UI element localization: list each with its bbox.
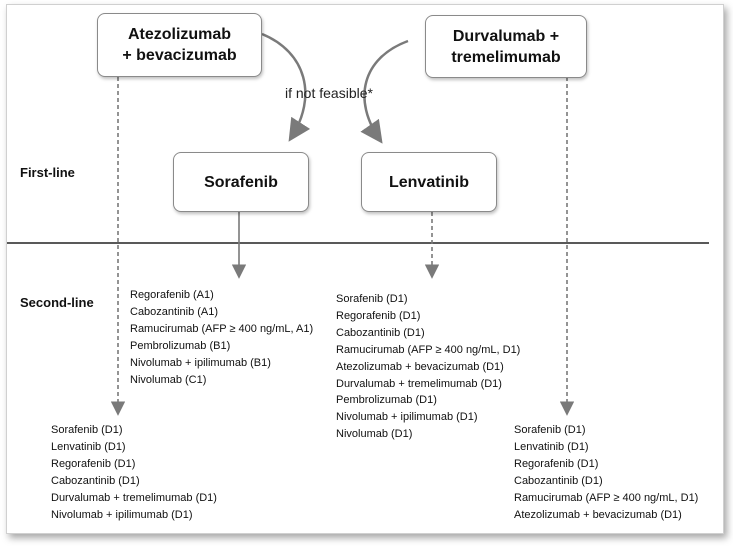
- second-line-list-after-sorafenib: Regorafenib (A1) Cabozantinib (A1) Ramuc…: [130, 287, 313, 388]
- list-item: Cabozantinib (D1): [336, 326, 425, 339]
- list-item: Nivolumab + ipilimumab (D1): [51, 508, 193, 521]
- atezolizumab-bevacizumab-box: Atezolizumab + bevacizumab: [97, 13, 262, 77]
- list-item: Nivolumab (C1): [130, 373, 207, 386]
- list-item: Cabozantinib (D1): [51, 474, 140, 487]
- list-item: Lenvatinib (D1): [514, 440, 589, 453]
- if-not-feasible-note: if not feasible*: [285, 85, 373, 101]
- list-item: Sorafenib (D1): [514, 424, 586, 436]
- list-item: Regorafenib (A1): [130, 289, 214, 301]
- list-item: Regorafenib (D1): [51, 457, 136, 470]
- list-item: Cabozantinib (D1): [514, 474, 603, 487]
- list-item: Ramucirumab (AFP ≥ 400 ng/mL, D1): [336, 343, 521, 356]
- durva-box-line1: Durvalumab +: [452, 27, 560, 45]
- second-line-label: Second-line: [20, 295, 94, 310]
- list-item: Atezolizumab + bevacizumab (D1): [514, 508, 682, 521]
- first-line-label: First-line: [20, 165, 75, 180]
- second-line-list-after-lenvatinib: Sorafenib (D1) Regorafenib (D1) Cabozant…: [336, 291, 520, 443]
- list-item: Regorafenib (D1): [336, 309, 421, 322]
- second-line-list-after-durva: Sorafenib (D1) Lenvatinib (D1) Regorafen…: [514, 422, 698, 523]
- list-item: Durvalumab + tremelimumab (D1): [51, 491, 217, 504]
- list-item: Pembrolizumab (D1): [336, 394, 437, 407]
- list-item: Cabozantinib (A1): [130, 305, 219, 318]
- second-line-list-after-atezo: Sorafenib (D1) Lenvatinib (D1) Regorafen…: [51, 422, 217, 523]
- list-item: Lenvatinib (D1): [51, 440, 126, 453]
- list-item: Ramucirumab (AFP ≥ 400 ng/mL, A1): [130, 322, 314, 335]
- lenvatinib-box: Lenvatinib: [361, 152, 497, 212]
- list-item: Sorafenib (D1): [51, 424, 123, 436]
- list-item: Pembrolizumab (B1): [130, 339, 231, 352]
- list-item: Nivolumab + ipilimumab (B1): [130, 356, 271, 369]
- arrow-durva-to-lenvatinib: [360, 39, 409, 144]
- durvalumab-tremelimumab-box: Durvalumab + tremelimumab: [425, 15, 587, 78]
- atezo-box-line1: Atezolizumab: [127, 26, 232, 43]
- arrow-atezo-to-sorafenib: [261, 32, 311, 142]
- list-item: Nivolumab (D1): [336, 428, 413, 441]
- list-item: Atezolizumab + bevacizumab (D1): [336, 360, 504, 373]
- atezo-box-line2: + bevacizumab: [122, 47, 237, 64]
- list-item: Durvalumab + tremelimumab (D1): [336, 377, 502, 390]
- list-item: Sorafenib (D1): [336, 293, 408, 305]
- list-item: Regorafenib (D1): [514, 457, 599, 470]
- sorafenib-box: Sorafenib: [173, 152, 309, 212]
- list-item: Ramucirumab (AFP ≥ 400 ng/mL, D1): [514, 491, 699, 504]
- list-item: Nivolumab + ipilimumab (D1): [336, 411, 478, 424]
- durva-box-line2: tremelimumab: [451, 48, 561, 66]
